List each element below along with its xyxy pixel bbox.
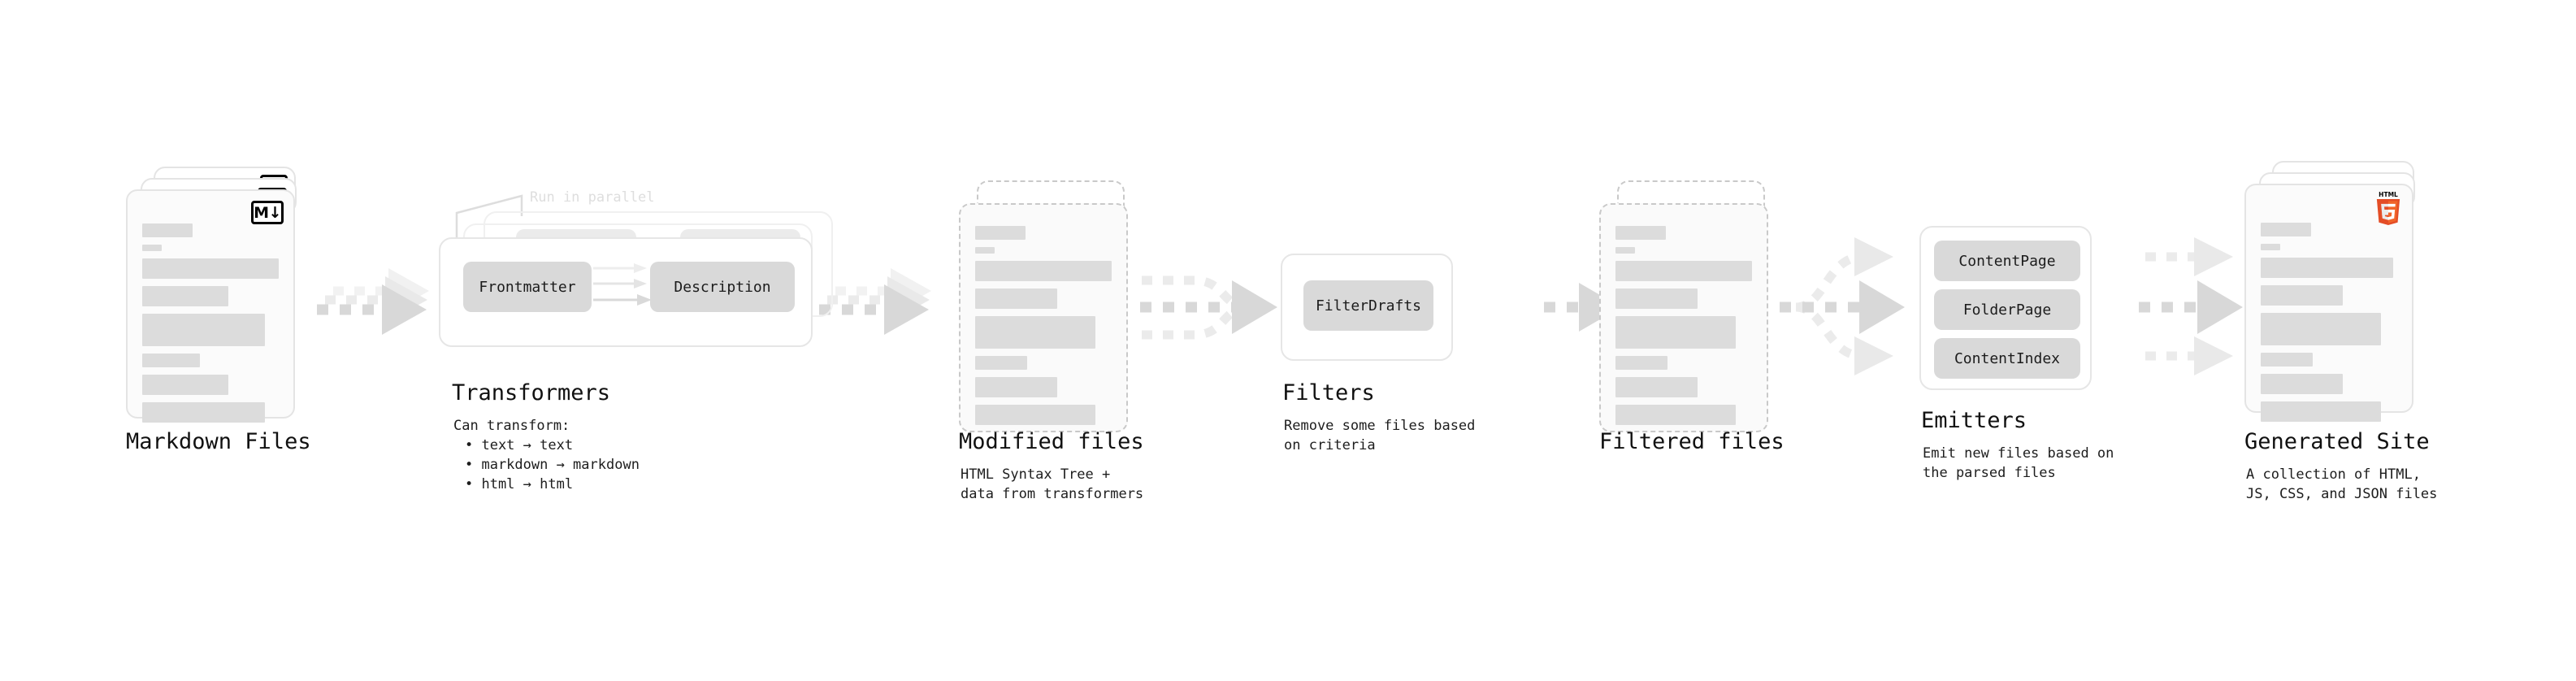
arrow-markdown-to-transformers <box>317 268 429 335</box>
filtered-card-content <box>1615 226 1752 432</box>
filter-chip-filterdrafts[interactable]: FilterDrafts <box>1303 280 1433 331</box>
transformers-bullet-2: • html → html <box>465 476 574 492</box>
chip-link-arrows <box>593 263 652 306</box>
transformer-panel-front[interactable]: Frontmatter Description <box>439 237 813 347</box>
markdown-files-title: Markdown Files <box>126 429 311 454</box>
generated-site-title: Generated Site <box>2244 429 2430 454</box>
run-in-parallel-label: Run in parallel <box>530 189 655 206</box>
transformer-chip-description[interactable]: Description <box>650 262 795 312</box>
transformer-chip-frontmatter[interactable]: Frontmatter <box>463 262 592 312</box>
filtered-card-front <box>1599 203 1768 432</box>
markdown-badge-icon: M↓ <box>251 201 284 224</box>
arrow-emitters-to-generated <box>2139 237 2243 375</box>
generated-card-content <box>2261 223 2397 429</box>
modified-files-caption: HTML Syntax Tree + data from transformer… <box>961 466 1144 502</box>
filters-group[interactable]: FilterDrafts <box>1281 254 1453 361</box>
transformers-bullet-0: • text → text <box>465 437 574 453</box>
emitter-chip-contentpage[interactable]: ContentPage <box>1934 241 2080 281</box>
markdown-card-content <box>142 223 279 430</box>
arrow-filtered-to-emitters <box>1780 237 1905 375</box>
filters-title: Filters <box>1282 380 1375 406</box>
filtered-files-title: Filtered files <box>1599 429 1785 454</box>
filtered-files-stack <box>1599 180 1786 432</box>
generated-site-stack: CSS HTML <box>2244 161 2431 422</box>
emitter-chip-contentindex[interactable]: ContentIndex <box>1934 338 2080 379</box>
transformers-bullet-1: • markdown → markdown <box>465 457 640 473</box>
arrow-modified-to-filters <box>1140 275 1277 340</box>
transformers-title: Transformers <box>452 380 611 406</box>
transformers-bullets: • text → text • markdown → markdown • ht… <box>465 436 640 494</box>
modified-card-front <box>959 203 1128 432</box>
markdown-card-front: M↓ <box>126 189 295 423</box>
emitters-caption: Emit new files based on the parsed files <box>1923 445 2114 481</box>
emitters-group[interactable]: ContentPage FolderPage ContentIndex <box>1919 226 2092 390</box>
modified-files-title: Modified files <box>959 429 1144 454</box>
generated-site-caption: A collection of HTML, JS, CSS, and JSON … <box>2246 466 2438 502</box>
modified-card-content <box>975 226 1112 432</box>
transformers-caption: Can transform: <box>453 418 570 434</box>
markdown-files-stack: M↓ M↓ M↓ <box>126 167 305 423</box>
html5-shield-icon <box>2376 198 2400 225</box>
generated-card-front: HTML <box>2244 184 2413 422</box>
emitter-chip-folderpage[interactable]: FolderPage <box>1934 289 2080 330</box>
modified-files-stack <box>959 180 1146 432</box>
transformers-group: Run in parallel Frontmatter Description <box>439 187 837 349</box>
emitters-title: Emitters <box>1921 408 2027 433</box>
filters-caption: Remove some files based on criteria <box>1284 418 1476 453</box>
html5-badge-icon: HTML <box>2373 192 2404 228</box>
